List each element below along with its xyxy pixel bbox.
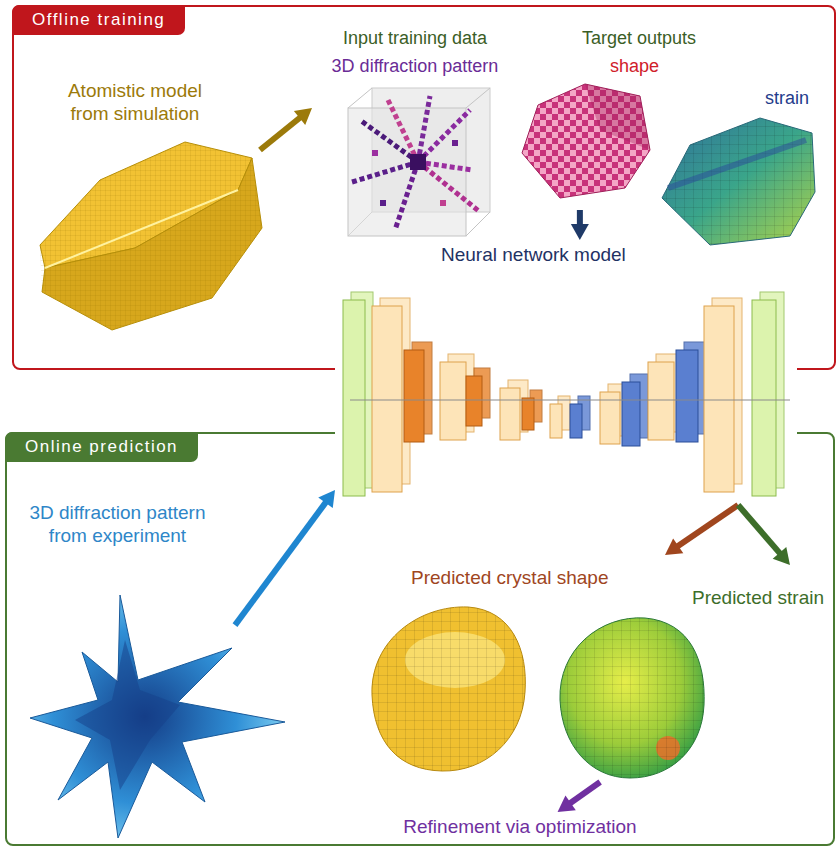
predicted-shape <box>372 607 525 771</box>
arrow-head <box>294 108 312 125</box>
network-layers-part <box>676 350 698 442</box>
diffraction-cube-part <box>466 212 490 236</box>
atomistic-crystal-part <box>40 142 262 330</box>
diffraction-cube-part <box>452 140 458 146</box>
arrow-shaft <box>738 505 781 554</box>
refinement-step: Refinement via optimization <box>395 812 649 842</box>
network-layers-part <box>343 300 365 496</box>
target-shape <box>522 84 650 198</box>
flow-arrow <box>558 782 601 812</box>
diffraction-cube-part <box>352 96 480 230</box>
network-layers <box>335 268 797 505</box>
experiment-pattern-part <box>75 640 180 790</box>
arrow-shaft <box>235 501 327 625</box>
diffraction-cube-part <box>348 108 466 236</box>
network-layers-part <box>500 388 520 440</box>
figure-label: Refinement via optimization <box>395 816 645 839</box>
flow-arrow <box>665 505 738 555</box>
experiment-pattern <box>30 595 285 838</box>
diffraction-cube-part-part <box>388 100 418 162</box>
predicted-strain-part <box>560 618 704 778</box>
network-layers-part <box>440 362 466 440</box>
arrow-head <box>665 538 683 554</box>
network-layers-part <box>648 362 674 440</box>
diffraction-cube-part <box>466 88 490 108</box>
figure-label: Predicted crystal shape <box>411 567 609 590</box>
network-layers-part <box>350 400 790 401</box>
predicted-strain-part <box>560 618 704 778</box>
arrow-shaft <box>569 782 600 804</box>
predicted-shape-part <box>372 607 525 771</box>
network-layers-part <box>335 268 797 505</box>
diffraction-cube-part <box>372 150 378 156</box>
panel-tab: Online prediction <box>5 432 198 462</box>
predicted-shape-part <box>372 607 525 771</box>
diffraction-cube-part <box>380 200 386 206</box>
target-strain-part <box>662 118 815 245</box>
network-layers-part <box>752 300 776 496</box>
arrow-shaft <box>260 117 301 150</box>
group-heading: Neural network model <box>441 244 626 267</box>
target-shape-part <box>522 84 650 198</box>
atomistic-crystal <box>40 142 262 330</box>
network-layers-part <box>372 306 402 492</box>
diffraction-cube-part-part <box>418 96 430 162</box>
network-layers-part <box>550 404 562 438</box>
diffraction-cube-part-part <box>360 120 418 162</box>
group-heading: Target outputs <box>582 28 696 50</box>
flow-arrow <box>571 210 589 240</box>
arrow-shaft <box>677 505 739 547</box>
figure-label: Predicted strain <box>692 587 824 610</box>
target-strain-part <box>662 118 815 245</box>
network-layers-part <box>466 376 482 426</box>
figure-label: strain <box>765 88 809 110</box>
network-layers-part <box>404 350 424 442</box>
network-layers-part <box>704 306 734 492</box>
target-strain-part <box>668 140 806 188</box>
arrow-head <box>571 224 589 240</box>
flow-arrow <box>738 505 790 565</box>
diffraction-cube-part-part <box>352 162 418 182</box>
group-heading: Input training data <box>312 28 518 50</box>
diffraction-cube <box>348 88 490 236</box>
diffraction-cube-part <box>440 200 446 206</box>
figure-label: 3D diffraction pattern from experiment <box>15 502 220 548</box>
figure-label: Atomistic model from simulation <box>55 80 215 126</box>
arrow-head <box>318 490 335 508</box>
network-layers-part <box>522 398 534 430</box>
diffraction-cube-part-part <box>418 162 472 170</box>
target-shape-part <box>585 84 650 150</box>
arrow-shaft <box>577 210 583 226</box>
experiment-pattern-part <box>30 595 285 838</box>
diffraction-cube-part-part <box>418 162 480 212</box>
network-layers-part <box>622 382 640 446</box>
arrow-head <box>773 547 790 565</box>
panel-tab: Offline training <box>12 5 185 35</box>
predicted-strain <box>560 618 704 778</box>
figure-label: 3D diffraction pattern <box>312 56 518 78</box>
flow-arrow <box>260 108 312 150</box>
diffraction-cube-part <box>348 88 372 108</box>
arrow-head <box>558 795 576 812</box>
diffraction-cube-part <box>410 154 426 170</box>
atomistic-crystal-part <box>45 190 238 268</box>
network-layers-part <box>570 404 582 438</box>
figure-label: shape <box>610 56 659 78</box>
target-strain <box>662 118 815 245</box>
flow-arrow <box>235 490 335 625</box>
diffraction-cube-part-part <box>395 162 418 230</box>
